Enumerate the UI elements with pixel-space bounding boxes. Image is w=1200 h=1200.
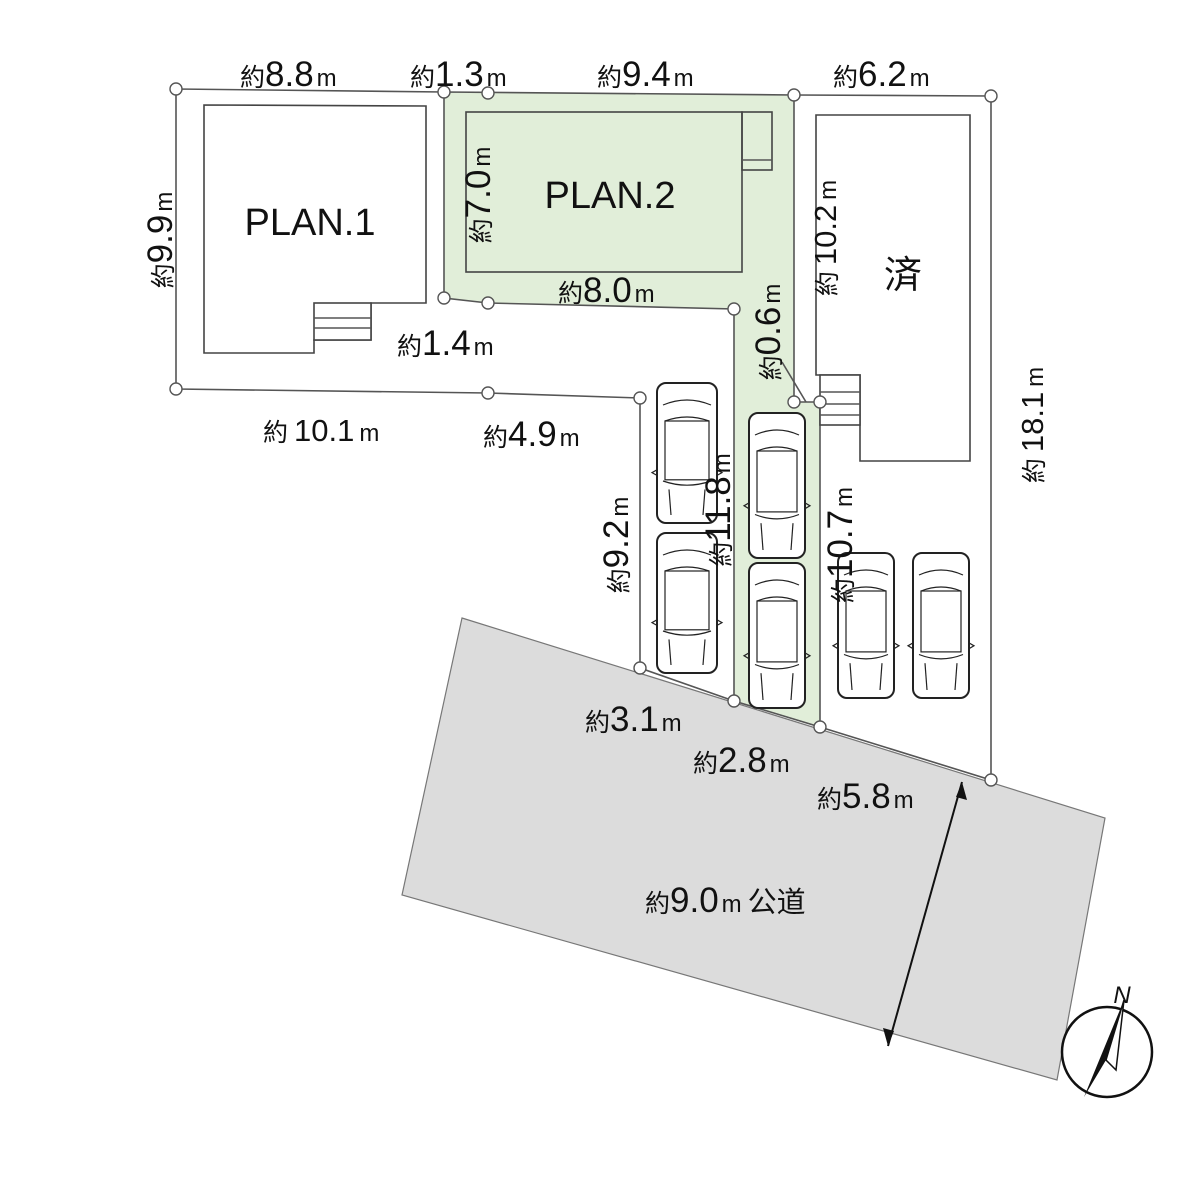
car-icon xyxy=(831,552,901,699)
boundary-point xyxy=(727,694,741,708)
boundary-point xyxy=(437,291,451,305)
leader-line xyxy=(781,361,807,403)
boundary-point xyxy=(481,386,495,400)
boundary-point xyxy=(169,382,183,396)
boundary-point xyxy=(437,85,451,99)
dim-done-depth: 約10.2m xyxy=(808,180,843,296)
car-icon xyxy=(906,552,976,699)
compass-label: N xyxy=(1113,982,1131,1009)
plan1-label: PLAN.1 xyxy=(245,202,376,244)
plan2-lot[interactable] xyxy=(443,91,821,729)
car-icon xyxy=(650,532,724,674)
boundary-point xyxy=(481,86,495,100)
sold-step xyxy=(819,374,861,426)
boundary-point xyxy=(984,773,998,787)
boundary-point xyxy=(813,720,827,734)
plan2-step xyxy=(741,111,773,171)
dim-strip-right: 約10.7m xyxy=(821,487,860,603)
boundary-points xyxy=(169,82,998,787)
dim-right-side: 約18.1m xyxy=(1015,367,1050,483)
right-lot-boundary xyxy=(793,94,992,782)
plan2-building xyxy=(465,111,743,273)
boundary-point xyxy=(984,89,998,103)
boundary-point xyxy=(633,391,647,405)
north-arrow-icon xyxy=(1084,1000,1124,1097)
boundary-point xyxy=(787,88,801,102)
road-width-dimension-line xyxy=(887,781,963,1047)
boundary-point xyxy=(813,395,827,409)
dim-left-side: 約9.9m xyxy=(141,192,180,289)
boundary-point xyxy=(787,395,801,409)
boundary-point xyxy=(727,302,741,316)
boundary-point xyxy=(481,296,495,310)
car-icon xyxy=(650,382,724,524)
car-icon xyxy=(742,562,812,709)
plan1-step xyxy=(313,302,372,341)
arrow-head-icon xyxy=(883,1028,894,1046)
boundary-point xyxy=(633,661,647,675)
public-road xyxy=(401,617,1106,1081)
arrow-head-icon xyxy=(956,782,967,800)
car-icon xyxy=(742,412,812,559)
north-arrow-half-icon xyxy=(1105,999,1125,1072)
sold-label: 済 xyxy=(884,255,922,297)
boundary-point xyxy=(169,82,183,96)
plan2-label: PLAN.2 xyxy=(545,175,676,217)
dim-strip-offset: 約0.6m xyxy=(749,284,788,381)
north-compass: N xyxy=(1060,982,1154,1099)
parking-cars xyxy=(650,382,976,709)
dim-strip-length: 約11.8m xyxy=(699,453,738,567)
dim-parking-left: 約9.2m xyxy=(597,497,636,594)
dim-plan2-depth: 約7.0m xyxy=(459,147,498,244)
